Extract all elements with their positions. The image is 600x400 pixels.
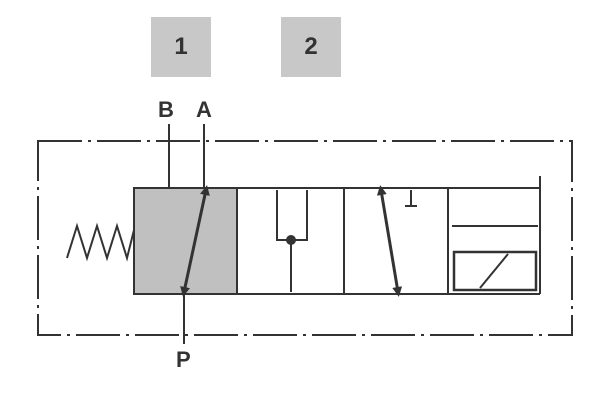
port-label-p: P bbox=[176, 347, 191, 372]
blocked-port-symbol bbox=[276, 190, 308, 241]
position-badge-1: 1 bbox=[151, 17, 211, 77]
port-label-b: B bbox=[158, 97, 174, 122]
port-label-a: A bbox=[196, 97, 212, 122]
flow-arrow-position-1 bbox=[180, 185, 210, 297]
spring-icon bbox=[66, 222, 136, 262]
enclosure-boundary bbox=[37, 140, 573, 336]
position-badge-2-text: 2 bbox=[304, 33, 318, 60]
position-badge-1-text: 1 bbox=[174, 33, 188, 60]
junction-dot-icon bbox=[286, 235, 296, 245]
flow-arrow-position-3 bbox=[376, 185, 403, 297]
solenoid-icon bbox=[452, 250, 538, 292]
solenoid-coil-diagonal bbox=[479, 253, 509, 289]
position-badge-2: 2 bbox=[281, 17, 341, 77]
